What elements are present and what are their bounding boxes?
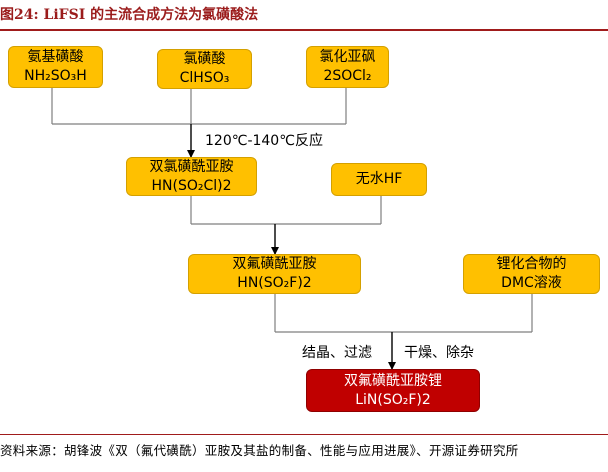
node-thionyl-chloride: 氯化亚砜 2SOCl₂ (306, 46, 389, 88)
node-name: 锂化合物的 (496, 256, 567, 272)
node-formula: NH₂SO₃H (24, 68, 87, 84)
node-sulfamic-acid: 氨基磺酸 NH₂SO₃H (8, 46, 103, 88)
step-dry-remove: 干燥、除杂 (404, 344, 474, 362)
source-divider (0, 434, 608, 435)
node-name: 氯化亚砜 (319, 49, 376, 65)
step-reaction-condition: 120℃-140℃反应 (205, 132, 323, 150)
node-name: 双氟磺酰亚胺 (232, 256, 317, 272)
node-formula: HN(SO₂F)2 (237, 275, 312, 291)
node-name: 双氟磺酰亚胺锂 (344, 372, 442, 389)
node-formula: ClHSO₃ (179, 70, 230, 86)
node-lifsi: 双氟磺酰亚胺锂 LiN(SO₂F)2 (306, 369, 480, 412)
node-name: 无水HF (355, 171, 403, 187)
node-anhydrous-hf: 无水HF (331, 163, 427, 196)
source-note: 资料来源：胡锋波《双（氟代磺酰）亚胺及其盐的制备、性能与应用进展》、开源证券研究… (0, 443, 519, 458)
figure-title: 图24: LiFSI 的主流合成方法为氯磺酸法 (0, 7, 259, 23)
node-name: 双氯磺酰亚胺 (149, 158, 234, 175)
node-name: 氨基磺酸 (27, 49, 84, 65)
node-lithium-compound-dmc: 锂化合物的 DMC溶液 (463, 254, 600, 294)
node-formula: 2SOCl₂ (323, 68, 372, 84)
node-formula: DMC溶液 (501, 275, 562, 291)
node-bis-fluorosulfonyl-imide: 双氟磺酰亚胺 HN(SO₂F)2 (188, 254, 361, 294)
node-bis-chlorosulfonyl-imide: 双氯磺酰亚胺 HN(SO₂Cl)2 (126, 157, 257, 196)
node-chlorosulfonic-acid: 氯磺酸 ClHSO₃ (157, 49, 252, 89)
node-name: 氯磺酸 (183, 51, 226, 67)
node-formula: HN(SO₂Cl)2 (151, 177, 232, 194)
title-divider (0, 29, 608, 31)
step-crystallize-filter: 结晶、过滤 (302, 344, 372, 362)
node-formula: LiN(SO₂F)2 (355, 391, 431, 408)
